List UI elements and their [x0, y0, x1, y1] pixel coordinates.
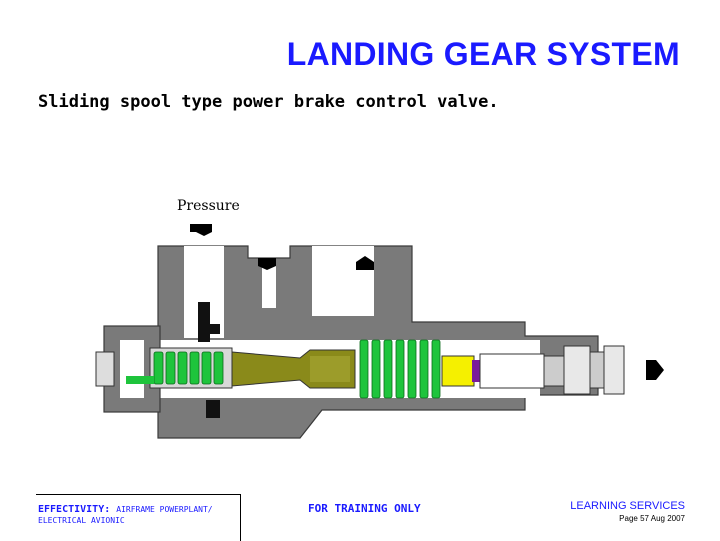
valve-body — [103, 245, 599, 439]
page-subtitle: Sliding spool type power brake control v… — [38, 92, 499, 112]
sliding-spool — [231, 349, 356, 389]
effectivity-label: EFFECTIVITY: — [38, 504, 111, 515]
plunger-rod — [479, 345, 625, 395]
page-info: Page 57 Aug 2007 — [619, 514, 685, 523]
piston — [441, 355, 480, 387]
effectivity-box: EFFECTIVITY: AIRFRAME POWERPLANT/ ELECTR… — [36, 494, 241, 541]
page-title: LANDING GEAR SYSTEM — [286, 36, 680, 72]
left-spring — [149, 347, 233, 389]
training-notice: FOR TRAINING ONLY — [308, 502, 421, 515]
left-plug — [95, 351, 154, 387]
effectivity-value: AIRFRAME POWERPLANT/ — [116, 505, 213, 514]
pressure-label: Pressure — [177, 198, 240, 214]
dark-passages — [198, 302, 220, 418]
right-spring — [359, 339, 441, 399]
effectivity-line2: ELECTRICAL AVIONIC — [38, 516, 125, 525]
flow-arrows — [190, 224, 664, 380]
brand-label: LEARNING SERVICES — [570, 500, 685, 512]
